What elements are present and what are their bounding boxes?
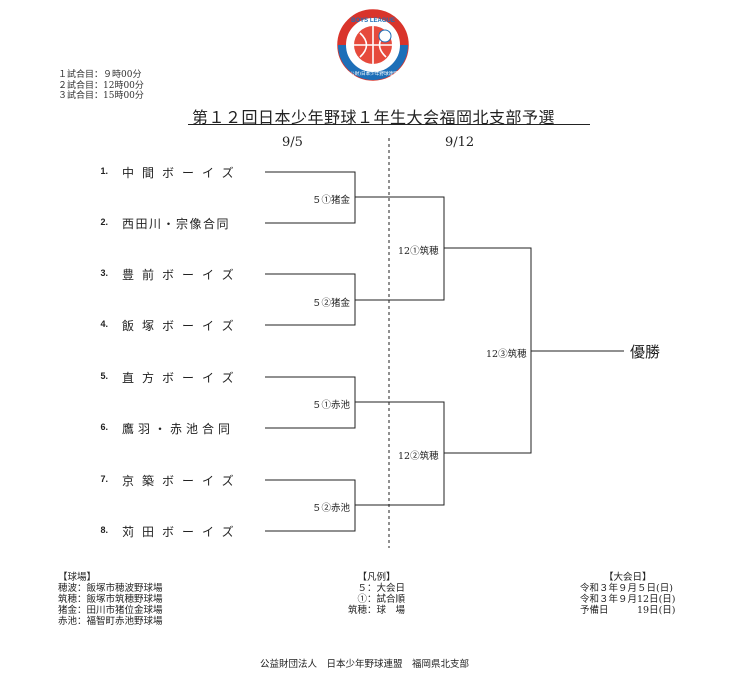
legend-item: ５：大会日 [357, 583, 406, 594]
date-round2: 9/12 [445, 135, 475, 150]
team-2-name: 西田川・宗像合同 [122, 217, 231, 231]
schedule-item: 予備日 19日(日) [580, 605, 676, 616]
legend-heading: 【凡例】 [357, 572, 396, 583]
team-4-name: 飯塚ボーイズ [122, 319, 242, 333]
schedule-heading: 【大会日】 [604, 572, 652, 583]
legend-block: 【凡例】 ５：大会日 ①：試合順 筑穂：球 場 [348, 572, 405, 616]
logo-bottom-text: (公財)日本少年野球連盟 [348, 70, 398, 77]
footer-organization: 公益財団法人 日本少年野球連盟 福岡県北支部 [260, 659, 470, 670]
team-3-name: 豊前ボーイズ [122, 268, 242, 282]
venue-item: 穂波：飯塚市穂波野球場 [58, 583, 163, 594]
date-round1: 9/5 [282, 135, 303, 150]
match-r1-4: ５②赤池 [312, 503, 351, 514]
match-r2-1: 12①筑穂 [398, 246, 439, 257]
venue-item: 赤池：福智町赤池野球場 [58, 616, 163, 627]
team-1-name: 中間ボーイズ [122, 166, 242, 180]
team-6-number: 6. [100, 422, 108, 432]
team-3-number: 3. [100, 268, 108, 278]
match-r1-1: ５①猪金 [312, 195, 351, 206]
team-7-number: 7. [100, 474, 108, 484]
venues-heading: 【球場】 [58, 572, 97, 583]
start-time-3: ３試合目：15時00分 [58, 91, 144, 101]
page-title: 第１２回日本少年野球１年生大会福岡北支部予選 [192, 108, 556, 127]
title-underline [188, 124, 590, 125]
schedule-block: 【大会日】 令和３年９月５日(日) 令和３年９月12日(日) 予備日 19日(日… [580, 572, 676, 616]
logo-top-text: BOYS LEAGUE [351, 18, 395, 24]
boys-league-logo: BOYS LEAGUE (公財)日本少年野球連盟 [337, 9, 409, 81]
legend-item: ①：試合順 [357, 594, 406, 605]
team-1-number: 1. [100, 166, 108, 176]
schedule-item: 令和３年９月12日(日) [580, 594, 676, 605]
team-4-number: 4. [100, 319, 108, 329]
team-7-name: 京築ボーイズ [122, 474, 242, 488]
venue-item: 筑穂：飯塚市筑穂野球場 [58, 594, 163, 605]
start-time-2: ２試合目：12時00分 [58, 80, 144, 91]
schedule-item: 令和３年９月５日(日) [580, 583, 673, 594]
match-r1-3: ５①赤池 [312, 400, 351, 411]
champion-label: 優勝 [630, 343, 661, 361]
team-8-name: 苅田ボーイズ [122, 525, 242, 539]
venue-item: 猪金：田川市猪位金球場 [58, 605, 163, 616]
match-r2-2: 12②筑穂 [398, 451, 439, 462]
legend-item: 筑穂：球 場 [348, 605, 406, 616]
team-6-name: 鷹羽・赤池合同 [122, 422, 235, 436]
team-2-number: 2. [100, 217, 108, 227]
team-5-name: 直方ボーイズ [122, 371, 242, 385]
match-final: 12③筑穂 [486, 349, 527, 360]
start-time-1: １試合目：９時00分 [58, 70, 142, 80]
venues-block: 【球場】 穂波：飯塚市穂波野球場 筑穂：飯塚市筑穂野球場 猪金：田川市猪位金球場… [58, 572, 163, 627]
team-8-number: 8. [100, 525, 108, 535]
team-5-number: 5. [100, 371, 108, 381]
match-r1-2: ５②猪金 [312, 298, 351, 309]
start-times: １試合目：９時00分 ２試合目：12時00分 ３試合目：15時00分 [58, 70, 144, 102]
